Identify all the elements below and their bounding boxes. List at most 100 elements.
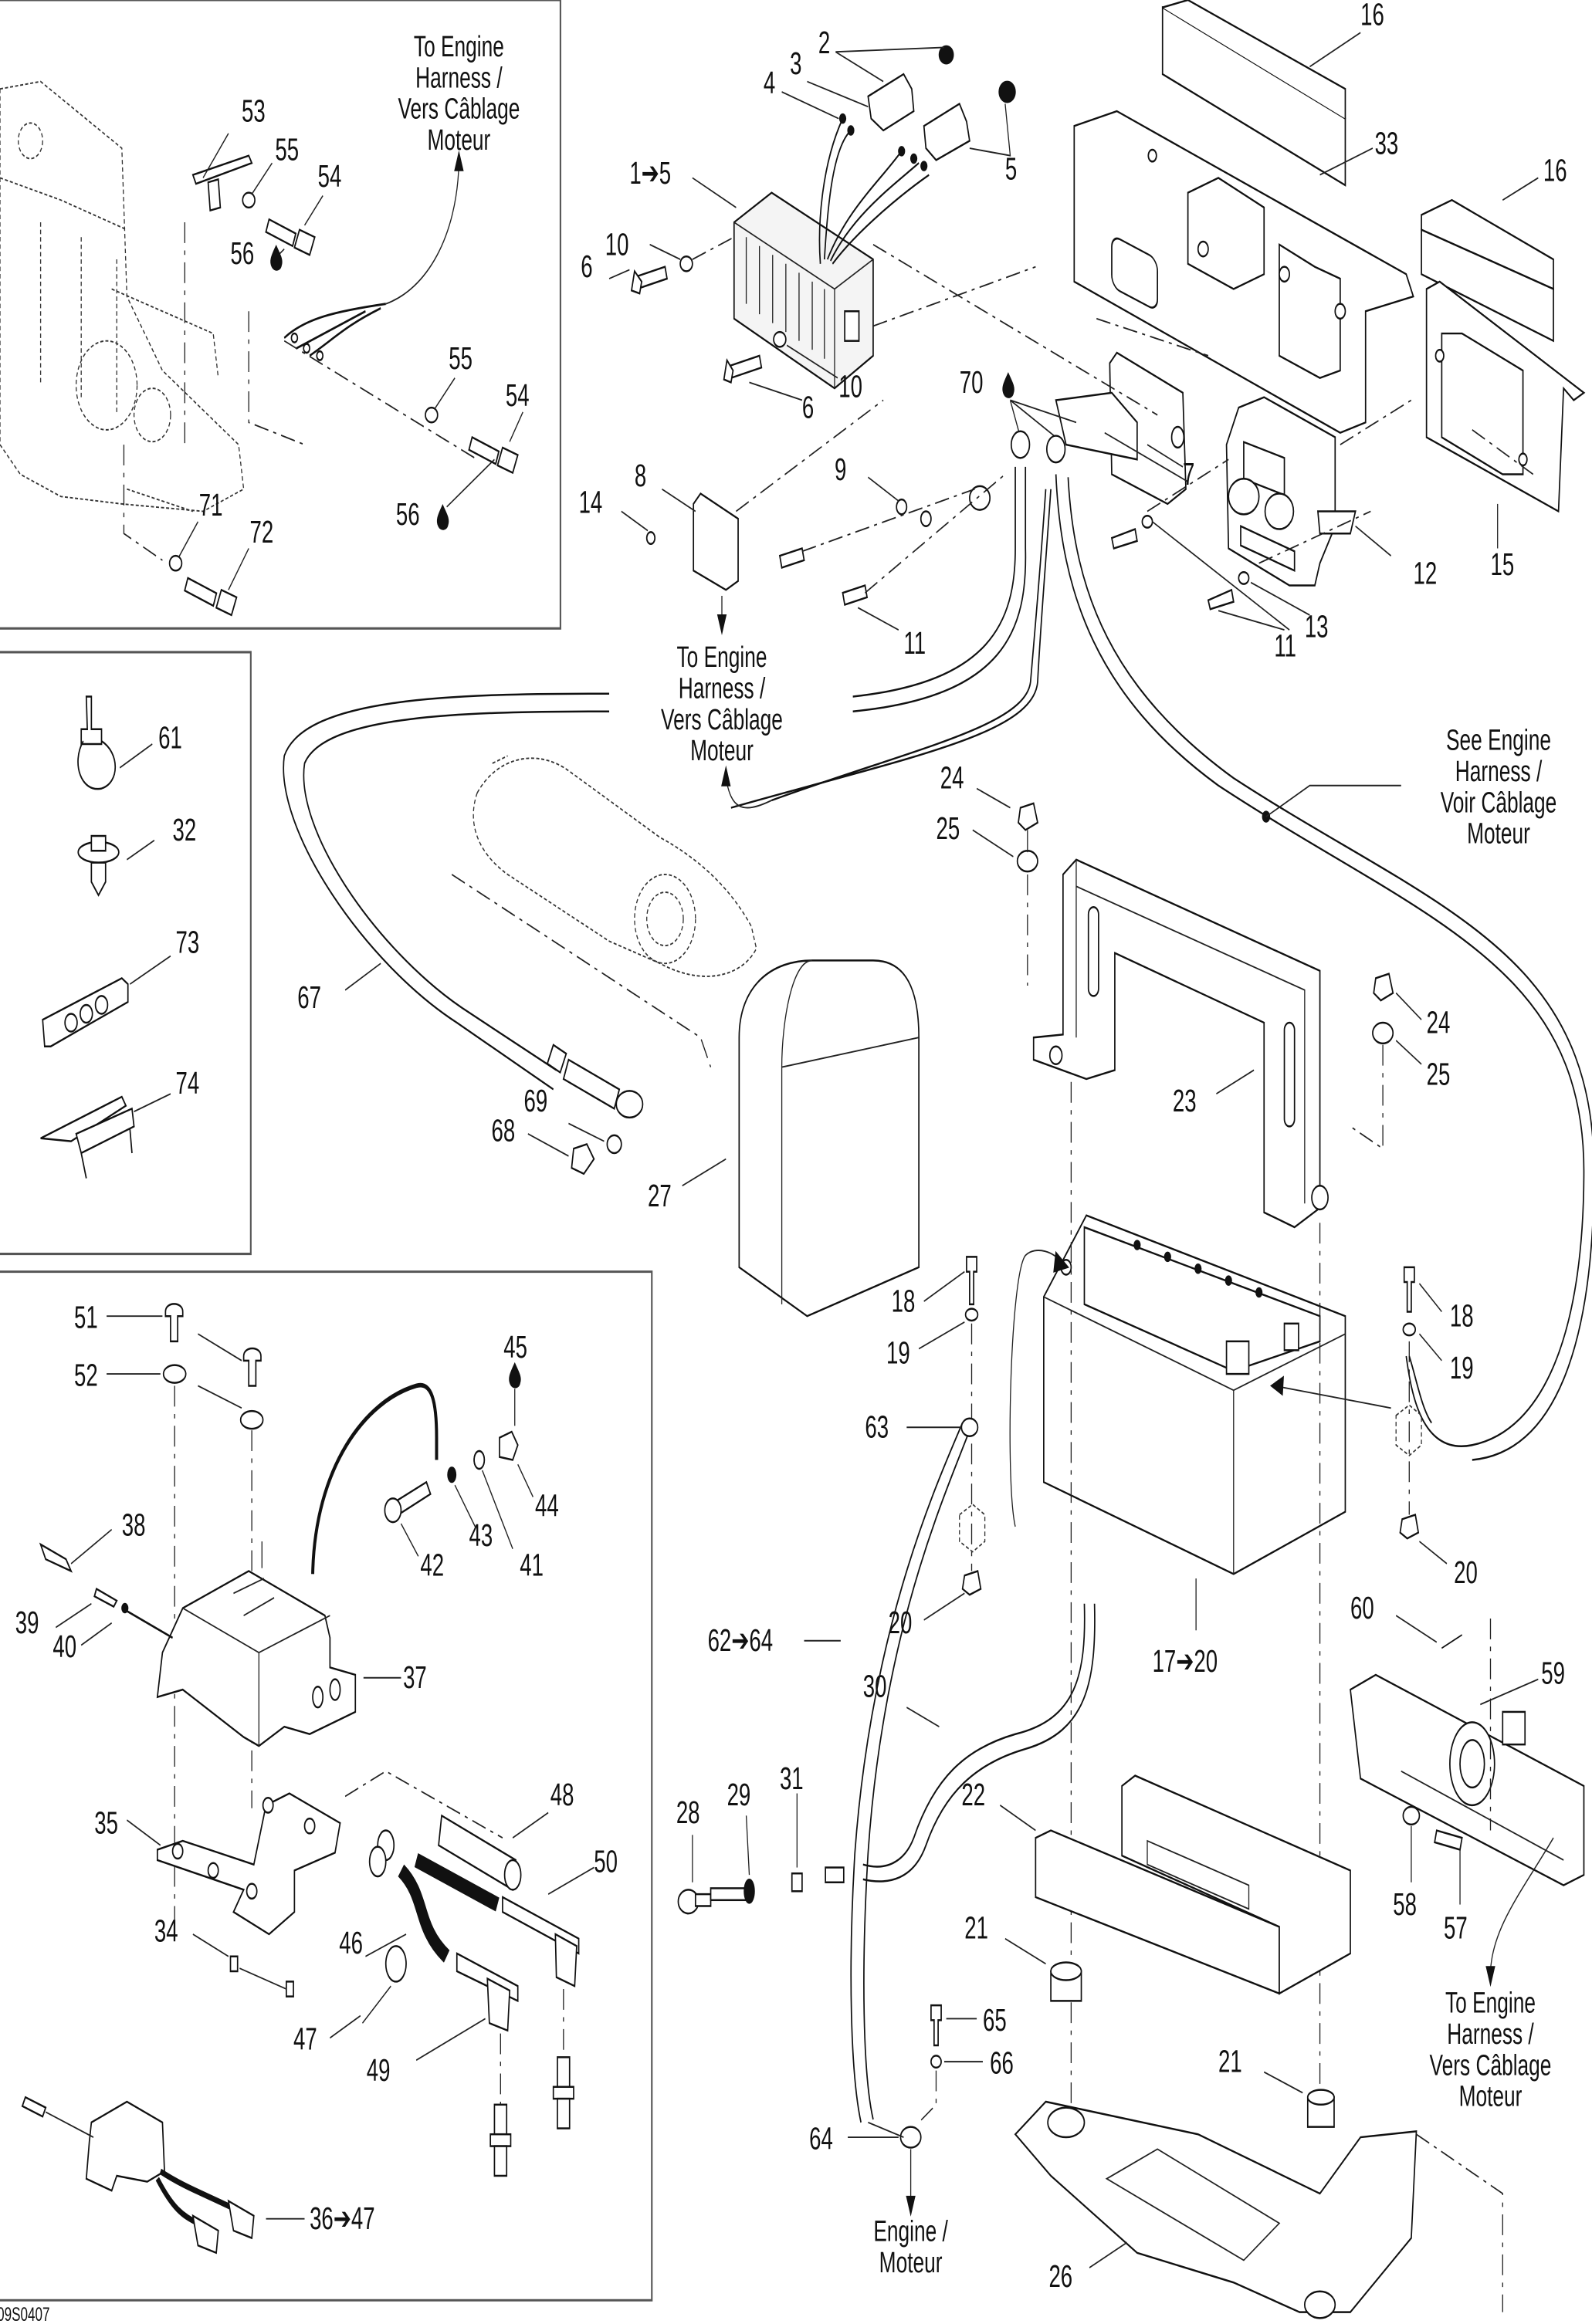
note-see-engine-harness: See Engine	[1446, 723, 1551, 756]
callout-43: 43	[469, 1519, 493, 1553]
drop-icon	[509, 1362, 521, 1389]
callout-30: 30	[863, 1670, 887, 1704]
clip-part-31	[791, 1872, 803, 1893]
terminal-part-64	[899, 2126, 922, 2149]
callout-56: 56	[396, 498, 420, 532]
note-to-engine-harness: To Engine	[677, 640, 767, 673]
callout-24: 24	[940, 762, 964, 796]
callout-39: 39	[15, 1606, 39, 1640]
callout-23: 23	[1173, 1084, 1197, 1118]
screw-part-34	[229, 1955, 239, 1973]
callout-25: 25	[936, 812, 960, 846]
connector-part-2	[867, 45, 1016, 161]
callout-13: 13	[1305, 611, 1329, 644]
ground-cable-part-62	[863, 1429, 970, 2120]
ignition-coil-part-37	[156, 1570, 357, 1747]
callout-9: 9	[835, 453, 846, 487]
callout-58: 58	[1393, 1888, 1417, 1922]
battery-base-part-26	[1014, 2100, 1418, 2319]
callout-50: 50	[594, 1845, 618, 1879]
callout-63: 63	[865, 1411, 889, 1445]
callout-18: 18	[1450, 1300, 1474, 1334]
starter-solenoid-part-7	[1055, 351, 1188, 506]
grommet-part-21-a	[1050, 1961, 1082, 2002]
washer-part-25	[1016, 849, 1038, 873]
note-to-engine-harness: To Engine	[414, 29, 504, 63]
cable-tie-part-47	[362, 1945, 407, 2024]
washer-part-19	[964, 1307, 979, 1322]
callout-41: 41	[520, 1548, 544, 1582]
callout-60: 60	[1350, 1592, 1374, 1625]
callout-11: 11	[1274, 630, 1296, 664]
vent-tube-part-30	[862, 1603, 1086, 1868]
foam-part-16-b	[1421, 198, 1554, 343]
callout-22: 22	[961, 1778, 985, 1812]
callout-47: 47	[293, 2023, 317, 2057]
callout-7: 7	[1183, 458, 1194, 492]
callout-32: 32	[173, 814, 197, 847]
callout-40: 40	[53, 1630, 76, 1664]
callout-70: 70	[960, 366, 984, 400]
callout-31: 31	[780, 1762, 804, 1796]
note-line: Moteur	[427, 123, 490, 156]
connector-part-38	[39, 1542, 73, 1573]
fasteners-inset: 61 32 73 74	[40, 695, 200, 1179]
callout-61: 61	[158, 722, 182, 756]
callout-72: 72	[250, 516, 274, 550]
note-line: Vers Câblage	[661, 702, 783, 736]
callout-20: 20	[1454, 1556, 1478, 1590]
plate-part-15	[1425, 280, 1586, 513]
note-line: Moteur	[690, 733, 754, 766]
arrow-down-icon	[716, 614, 727, 635]
washer-part-69	[606, 1134, 622, 1155]
callout-4: 4	[764, 66, 775, 100]
boot-part-27	[738, 959, 920, 1318]
arrow-icon	[1053, 1250, 1069, 1273]
callout-21: 21	[1218, 2045, 1242, 2079]
bolt-part-54	[265, 218, 316, 256]
starter-motor-ghost	[473, 757, 757, 977]
callout-66: 66	[990, 2046, 1014, 2080]
arrow-down-icon	[906, 2195, 916, 2217]
callout-5: 5	[1005, 152, 1017, 186]
nut-part-24	[1373, 973, 1394, 1002]
callout-6: 6	[802, 391, 814, 425]
arrow-up-icon	[454, 150, 464, 171]
drop-icon	[270, 244, 283, 271]
callout-18: 18	[892, 1284, 916, 1318]
washer-part-66	[930, 2055, 942, 2069]
grommet-part-21-b	[1306, 2089, 1335, 2128]
ring-terminal	[1045, 435, 1066, 464]
callout-73: 73	[176, 926, 200, 960]
note-line: Harness /	[1447, 2017, 1534, 2050]
vent-fitting-part-29	[710, 1878, 755, 1904]
callout-10: 10	[838, 370, 862, 404]
callout-42: 42	[420, 1548, 444, 1582]
callout-67: 67	[297, 981, 321, 1015]
hv-lead-part-46	[368, 1829, 500, 1963]
note-to-engine-harness: To Engine	[1445, 1986, 1536, 2019]
note-line: Moteur	[1459, 2079, 1523, 2113]
relay-group: 60 59 58 57 To Engine Harness / Vers Câb…	[1350, 1592, 1585, 2113]
ground-wire	[311, 1382, 439, 1575]
callout-69: 69	[524, 1084, 548, 1118]
mounting-plate-group: 16 33 16 15 12 7 11 13	[872, 0, 1586, 664]
washer-part-52	[162, 1364, 187, 1384]
cable-holder-part-73	[42, 976, 129, 1047]
nut-part-68	[571, 1143, 595, 1176]
bolt-part-18	[966, 1256, 977, 1306]
frame-engine-inset	[0, 0, 561, 630]
callout-54: 54	[506, 379, 530, 413]
callout-59: 59	[1541, 1656, 1565, 1690]
callout-21: 21	[964, 1912, 988, 1946]
arrow-up-icon	[721, 765, 731, 787]
callout-14: 14	[579, 485, 603, 519]
center-cable-group: 70 8	[283, 366, 1592, 1461]
bolt-part-18	[1403, 1266, 1415, 1313]
washer-part-19	[1402, 1322, 1417, 1337]
note-line: Vers Câblage	[398, 92, 520, 125]
callout-57: 57	[1444, 1912, 1468, 1946]
seal-part-40	[121, 1602, 129, 1614]
callout-25: 25	[1427, 1058, 1451, 1092]
